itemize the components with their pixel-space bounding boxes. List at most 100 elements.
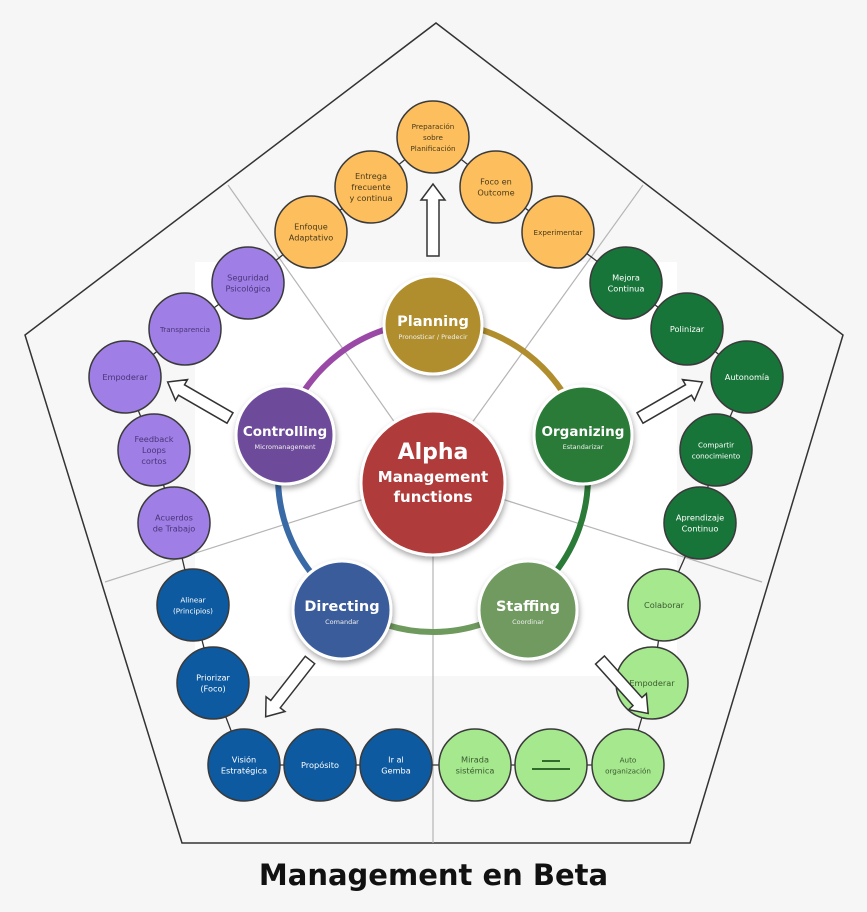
practice-label: Priorizar: [196, 673, 230, 683]
function-circle: [291, 559, 393, 661]
practice-label: sobre: [423, 133, 444, 142]
practice-circle: [137, 486, 211, 560]
practice-label: conocimiento: [692, 452, 740, 461]
practice-label: Psicológica: [225, 284, 270, 294]
practice-circle: [627, 568, 701, 642]
practice-circle: [88, 340, 162, 414]
practice-label: Enfoque: [294, 222, 328, 232]
arrow-upright-icon: [635, 378, 704, 425]
function-circle: [234, 384, 336, 486]
function-subtitle: Estandarizar: [563, 443, 604, 451]
function-circle: [477, 559, 579, 661]
practice-circle: [514, 728, 588, 802]
function-title: Directing: [304, 599, 379, 615]
organizing-beta-group: MejoraContinuaPolinizarAutonomíaComparti…: [589, 246, 784, 560]
practice-circle: [274, 195, 348, 269]
practice-label: Mirada: [461, 755, 489, 765]
practice-circle: [334, 150, 408, 224]
practice-circle: [679, 413, 753, 487]
practice-label: Foco en: [480, 177, 512, 187]
arrow-upleft-icon: [166, 378, 235, 425]
practice-label: Alinear: [180, 596, 205, 605]
beta-practice-node: Autonomía: [710, 340, 784, 414]
center-label: Management: [378, 468, 488, 486]
practice-label: Auto: [620, 756, 637, 765]
practice-label: Visión: [232, 755, 256, 765]
practice-label: Preparación: [412, 122, 455, 131]
practice-label: Continuo: [682, 524, 719, 534]
arrow-shape: [166, 378, 235, 425]
beta-practice-node: Auto organización: [591, 728, 665, 802]
practice-circle: [710, 340, 784, 414]
practice-label: (Foco): [200, 684, 225, 694]
practice-circle: [156, 568, 230, 642]
center-label: Alpha: [398, 440, 469, 465]
practice-circle: [396, 100, 470, 174]
practice-circle: [591, 728, 665, 802]
practice-label: Gemba: [381, 766, 411, 776]
practice-label: Feedback: [135, 434, 174, 444]
function-title: Planning: [397, 314, 469, 330]
practice-circle: [650, 292, 724, 366]
practice-circle: [176, 646, 250, 720]
practice-label: Adaptativo: [289, 233, 333, 243]
directing-beta-group: Ir alGembaPropósitoVisiónEstratégicaPrio…: [156, 568, 433, 802]
arrow-shape: [635, 378, 704, 425]
beta-practice-node: Transparencia: [148, 292, 222, 366]
practice-label: Aprendizaje: [676, 513, 724, 523]
practice-label: (Principios): [173, 607, 213, 616]
arrow-shape: [264, 655, 316, 718]
beta-practice-node: Alinear (Principios): [156, 568, 230, 642]
diagram-title: Management en Beta: [258, 858, 609, 892]
practice-label: Experimentar: [534, 228, 583, 237]
practice-label: Acuerdos: [155, 513, 193, 523]
beta-practice-node: Experimentar: [521, 195, 595, 269]
practice-label: Entrega: [355, 171, 387, 181]
staffing-beta-group: ColaborarEmpoderarAutoorganización═══Mir…: [438, 568, 701, 802]
arrow-downleft-icon: [264, 655, 316, 718]
practice-label: Colaborar: [644, 600, 685, 610]
practice-label: y continua: [349, 193, 392, 203]
practice-circle: [148, 292, 222, 366]
practice-label: Polinizar: [670, 324, 705, 334]
function-subtitle: Comandar: [325, 618, 359, 626]
practice-label: Continua: [608, 284, 645, 294]
beta-practice-node: Polinizar: [650, 292, 724, 366]
function-title: Organizing: [542, 424, 625, 440]
practice-label: Transparencia: [159, 325, 210, 334]
function-circle: [532, 384, 634, 486]
arrow-shape: [594, 654, 650, 715]
practice-circle: [117, 413, 191, 487]
practice-label: Autonomía: [725, 372, 769, 382]
practice-label: Outcome: [477, 188, 514, 198]
function-subtitle: Pronosticar / Predecir: [398, 333, 468, 341]
practice-label: organización: [605, 767, 651, 776]
beta-practice-node: Propósito: [283, 728, 357, 802]
function-circle: [382, 274, 484, 376]
practice-label: Seguridad: [227, 273, 269, 283]
practice-circle: [521, 195, 595, 269]
practice-label: sistémica: [456, 766, 495, 776]
practice-label: Estratégica: [221, 766, 267, 776]
center-circle: [359, 409, 507, 557]
practice-circle: [207, 728, 281, 802]
beta-practice-node: Empoderar: [88, 340, 162, 414]
